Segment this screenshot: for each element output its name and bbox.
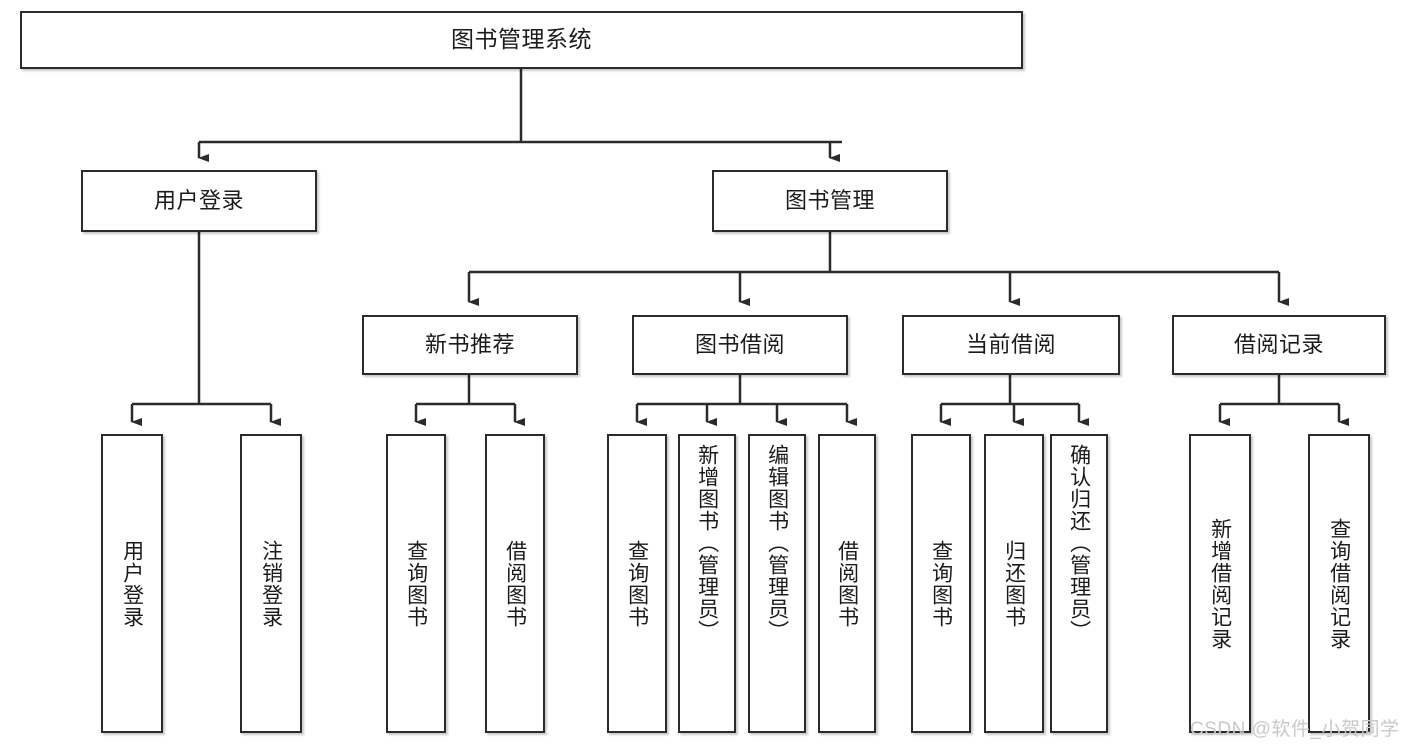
node-leaf-8-label: 查询图书 [929,539,953,628]
node-leaf-5[interactable]: 新增图书（管理员） [678,434,736,733]
node-leaf-2[interactable]: 查询图书 [386,434,446,733]
node-leaf-5-label: 新增图书（管理员） [695,444,719,642]
node-level3-0[interactable]: 新书推荐 [362,315,578,375]
node-leaf-2-label: 查询图书 [404,539,428,628]
node-leaf-8[interactable]: 查询图书 [911,434,971,733]
node-leaf-7[interactable]: 借阅图书 [818,434,876,733]
node-leaf-4[interactable]: 查询图书 [607,434,667,733]
node-leaf-6-label: 编辑图书（管理员） [765,444,789,642]
node-leaf-1-label: 注销登录 [259,539,283,628]
node-leaf-11-label: 新增借阅记录 [1208,517,1232,650]
node-level2-1-label: 图书管理 [784,188,875,214]
node-level2-0-label: 用户登录 [153,188,244,214]
node-leaf-3[interactable]: 借阅图书 [485,434,545,733]
node-leaf-1[interactable]: 注销登录 [240,434,302,733]
node-leaf-12[interactable]: 查询借阅记录 [1308,434,1370,733]
node-leaf-0[interactable]: 用户登录 [101,434,163,733]
node-leaf-9-label: 归还图书 [1002,539,1026,628]
node-leaf-12-label: 查询借阅记录 [1327,517,1351,650]
node-level3-3[interactable]: 借阅记录 [1172,315,1386,375]
node-level3-1-label: 图书借阅 [694,332,785,358]
node-level3-3-label: 借阅记录 [1233,332,1324,358]
node-level2-1[interactable]: 图书管理 [712,170,948,232]
node-leaf-9[interactable]: 归还图书 [984,434,1044,733]
node-leaf-3-label: 借阅图书 [503,539,527,628]
node-leaf-10-label: 确认归还（管理员） [1067,444,1091,642]
node-level3-0-label: 新书推荐 [424,332,515,358]
node-level3-1[interactable]: 图书借阅 [632,315,848,375]
node-root-label: 图书管理系统 [451,26,592,53]
node-leaf-11[interactable]: 新增借阅记录 [1189,434,1251,733]
node-level3-2-label: 当前借阅 [965,332,1056,358]
csdn-watermark: CSDN @软件_小贺同学 [1190,719,1400,740]
node-level3-2[interactable]: 当前借阅 [902,315,1120,375]
node-level2-0[interactable]: 用户登录 [81,170,317,232]
node-leaf-0-label: 用户登录 [120,539,144,628]
node-leaf-4-label: 查询图书 [625,539,649,628]
node-leaf-6[interactable]: 编辑图书（管理员） [748,434,806,733]
node-leaf-10[interactable]: 确认归还（管理员） [1050,434,1108,733]
node-leaf-7-label: 借阅图书 [835,539,859,628]
node-root[interactable]: 图书管理系统 [20,11,1023,69]
